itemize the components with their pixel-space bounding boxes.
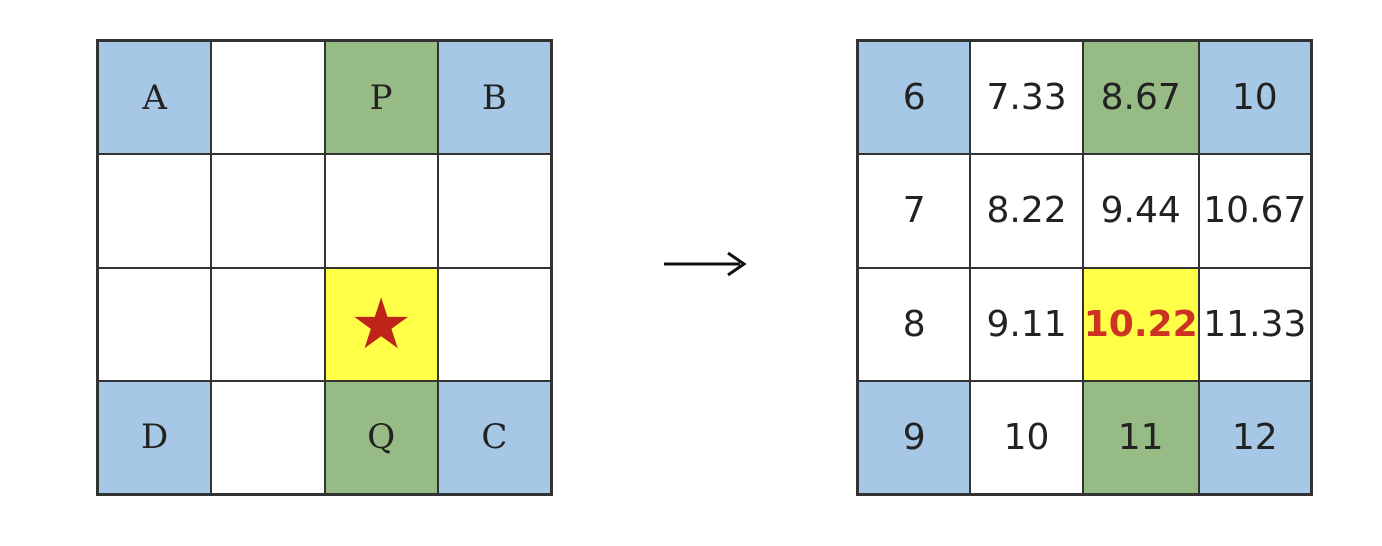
grid-value-cell: 11: [1082, 380, 1199, 494]
grid-cell: [324, 154, 438, 268]
grid-value-cell: 9.44: [1082, 154, 1199, 268]
grid-cell: [98, 267, 212, 381]
grid-value-cell: 8: [858, 267, 971, 381]
grid-value-cell: 7: [858, 154, 971, 268]
grid-value-cell: 7.33: [970, 41, 1083, 155]
result-grid: 6 7.33 8.67 10 7 8.22 9.44 10.67 8 9.11 …: [856, 39, 1313, 496]
grid-value-cell: 8.67: [1082, 41, 1199, 155]
grid-cell-target: ★: [324, 267, 438, 381]
grid-cell-p: P: [324, 41, 438, 155]
grid-cell-d: D: [98, 380, 212, 494]
grid-value-cell: 10: [970, 380, 1083, 494]
grid-value-cell: 11.33: [1198, 267, 1311, 381]
grid-cell-q: Q: [324, 380, 438, 494]
star-icon: ★: [349, 283, 413, 366]
grid-cell-c: C: [437, 380, 551, 494]
grid-value-cell-target: 10.22: [1082, 267, 1199, 381]
grid-cell: [437, 154, 551, 268]
grid-cell: [437, 267, 551, 381]
grid-value-cell: 12: [1198, 380, 1311, 494]
grid-value-cell: 9.11: [970, 267, 1083, 381]
right-arrow-icon: [664, 251, 747, 277]
grid-value-cell: 6: [858, 41, 971, 155]
grid-cell: [211, 41, 325, 155]
grid-cell-b: B: [437, 41, 551, 155]
grid-cell-a: A: [98, 41, 212, 155]
grid-value-cell: 10.67: [1198, 154, 1311, 268]
grid-cell: [211, 267, 325, 381]
grid-cell: [211, 154, 325, 268]
grid-value-cell: 10: [1198, 41, 1311, 155]
grid-cell: [211, 380, 325, 494]
source-grid: A P B ★ D Q C: [96, 39, 553, 496]
grid-cell: [98, 154, 212, 268]
grid-value-cell: 8.22: [970, 154, 1083, 268]
grid-value-cell: 9: [858, 380, 971, 494]
